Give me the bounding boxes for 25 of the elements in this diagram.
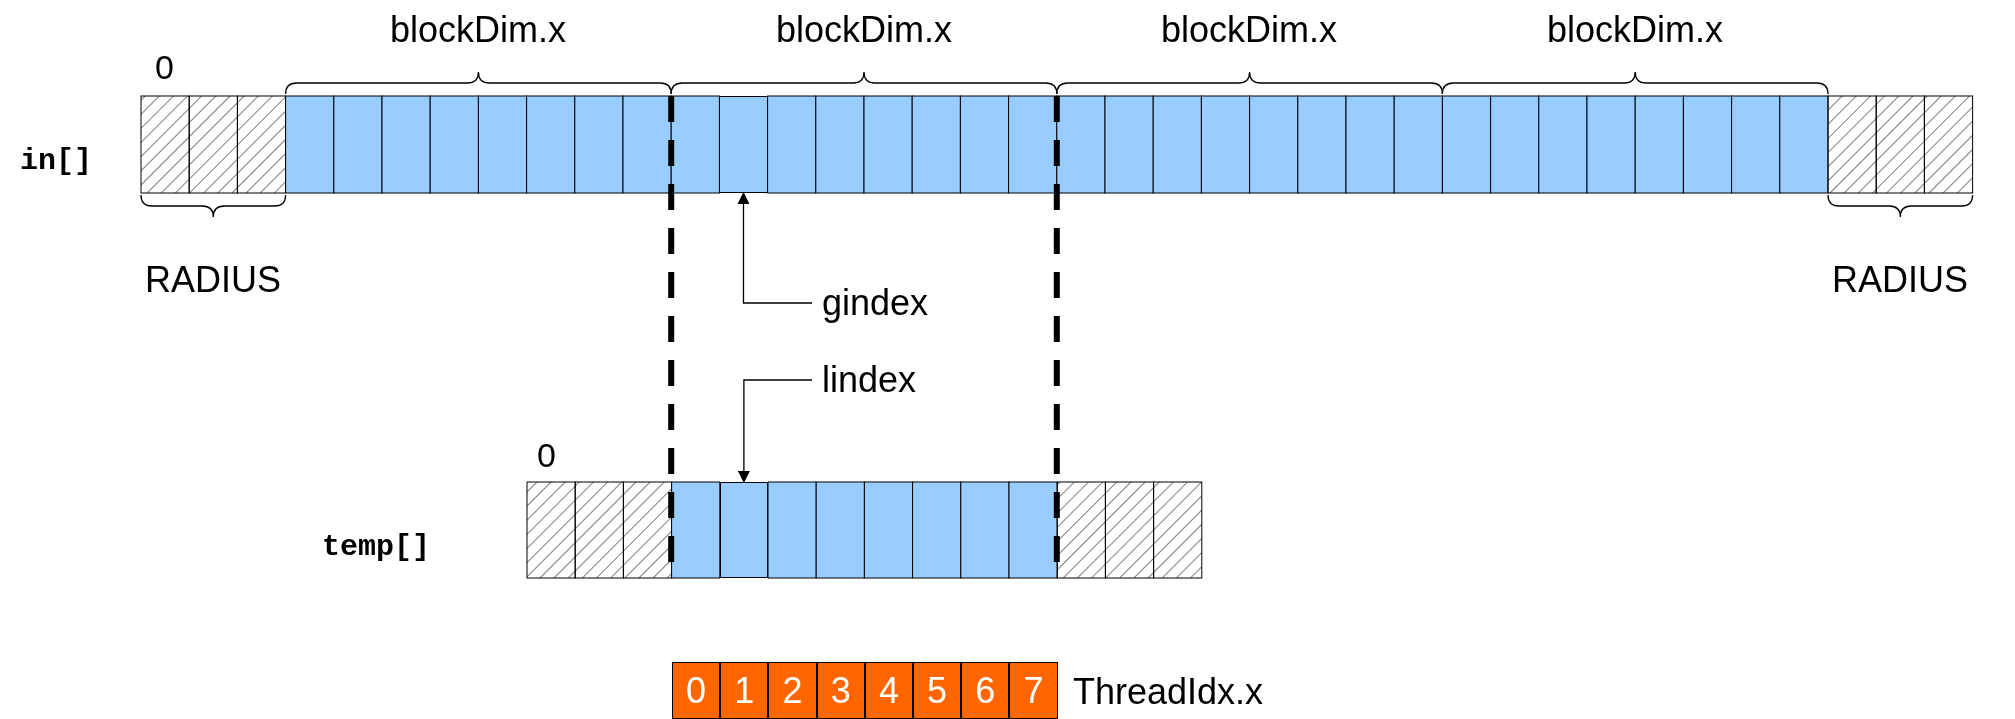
thread-cell: 5 [913, 662, 962, 719]
dimension-label: blockDim.x [1161, 12, 1337, 48]
array-name: temp[] [322, 532, 431, 562]
index-label: gindex [822, 285, 929, 321]
dimension-label: blockDim.x [1547, 12, 1723, 48]
leader-line [737, 379, 813, 483]
dimension-label: RADIUS [1832, 262, 1968, 298]
index-number: 0 [537, 438, 556, 472]
thread-cell: 4 [864, 662, 913, 719]
thread-cell: 6 [961, 662, 1010, 719]
array-name: in[] [20, 146, 92, 176]
thread-cell: 1 [720, 662, 769, 719]
thread-cell: 0 [672, 662, 721, 719]
dimension-label: blockDim.x [390, 12, 566, 48]
leader-line [737, 192, 813, 304]
index-number: 0 [155, 50, 174, 84]
dimension-label: blockDim.x [776, 12, 952, 48]
array-cell [719, 96, 768, 193]
thread-cell: 3 [816, 662, 865, 719]
dimension-label: RADIUS [145, 262, 281, 298]
axis-label: ThreadIdx.x [1073, 674, 1264, 710]
thread-cell: 2 [768, 662, 817, 719]
array-cell [719, 482, 768, 578]
thread-cell: 7 [1009, 662, 1058, 719]
index-label: lindex [822, 362, 917, 398]
